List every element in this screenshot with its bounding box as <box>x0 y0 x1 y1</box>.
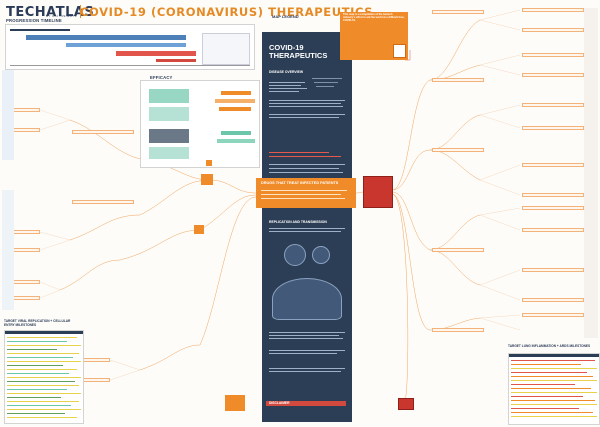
center-node[interactable] <box>256 178 356 208</box>
branch-node[interactable] <box>194 225 204 234</box>
connector-left-5 <box>139 179 211 216</box>
branch-node[interactable] <box>201 174 213 185</box>
efficacy-panel <box>140 80 260 168</box>
title-separator <box>80 5 81 18</box>
connector-left-9 <box>69 214 141 241</box>
disclaimer-bar <box>266 401 346 406</box>
cell-illustration <box>272 278 342 320</box>
progression-title: PROGRESSION TIMELINE <box>6 18 62 23</box>
connector-right-3 <box>391 191 431 251</box>
left-list-column <box>2 190 14 310</box>
callout-thumbnail <box>393 44 406 58</box>
connector-left-3 <box>199 196 257 346</box>
virus-illustration <box>284 244 306 266</box>
info-panel: COVID-19 THERAPEUTICS DISEASE OVERVIEW R… <box>262 32 352 422</box>
connector-left-1 <box>209 179 257 194</box>
connector-left-2 <box>199 194 257 231</box>
connector-right-2 <box>391 149 431 191</box>
connector-left-10 <box>59 259 121 291</box>
connector-right-10 <box>429 214 481 251</box>
center-node-label: DRUGS THAT TREAT INFECTED PATIENTS <box>261 181 339 185</box>
branch-node-red[interactable] <box>398 398 414 410</box>
right-list-column <box>584 8 598 338</box>
info-title: COVID-19 THERAPEUTICS <box>269 43 328 60</box>
connector-callout <box>405 50 411 61</box>
lung-table-title: TARGET LUNG INFLAMMATION + ARDS MILESTON… <box>508 344 591 348</box>
brand-logo: TECHATLAS <box>6 4 94 20</box>
lung-milestones-table <box>508 353 600 425</box>
virus-illustration <box>312 246 330 264</box>
progression-panel <box>5 24 255 70</box>
connector-right-4 <box>391 193 431 331</box>
connector-right-8 <box>429 114 481 151</box>
callout-text: This map is a compilation of the biotech… <box>343 13 405 23</box>
connector-right-6 <box>429 19 481 81</box>
connector-right-5 <box>391 193 409 401</box>
connector-left-6 <box>119 229 201 261</box>
connector-right-11 <box>429 249 481 286</box>
brand-wordmark: TECHATLAS <box>6 4 95 20</box>
viral-milestones-table <box>4 330 84 424</box>
replication-heading: REPLICATION AND TRANSMISSION <box>269 220 327 224</box>
left-list-column <box>2 70 14 160</box>
connector-left-8 <box>69 119 151 161</box>
branch-node[interactable] <box>206 160 212 166</box>
branch-node[interactable] <box>225 395 245 411</box>
connector-left-7 <box>139 344 201 371</box>
disease-overview-heading: DISEASE OVERVIEW <box>269 70 304 74</box>
connector-right-9 <box>429 149 481 181</box>
brand-subtitle: BY CBI INSIGHTS <box>46 14 77 18</box>
map-legend-title: MAP LEGEND <box>272 14 299 19</box>
branch-node-red[interactable] <box>363 176 393 208</box>
efficacy-title: EFFICACY <box>150 75 173 80</box>
viral-table-title: TARGET VIRAL REPLICATION + CELLULAR ENTR… <box>4 319 71 327</box>
connector-right-1 <box>391 79 431 191</box>
page-title: COVID-19 (CORONAVIRUS) THERAPEUTICS <box>80 5 374 19</box>
disclaimer-label: DISCLAIMER <box>269 401 290 405</box>
